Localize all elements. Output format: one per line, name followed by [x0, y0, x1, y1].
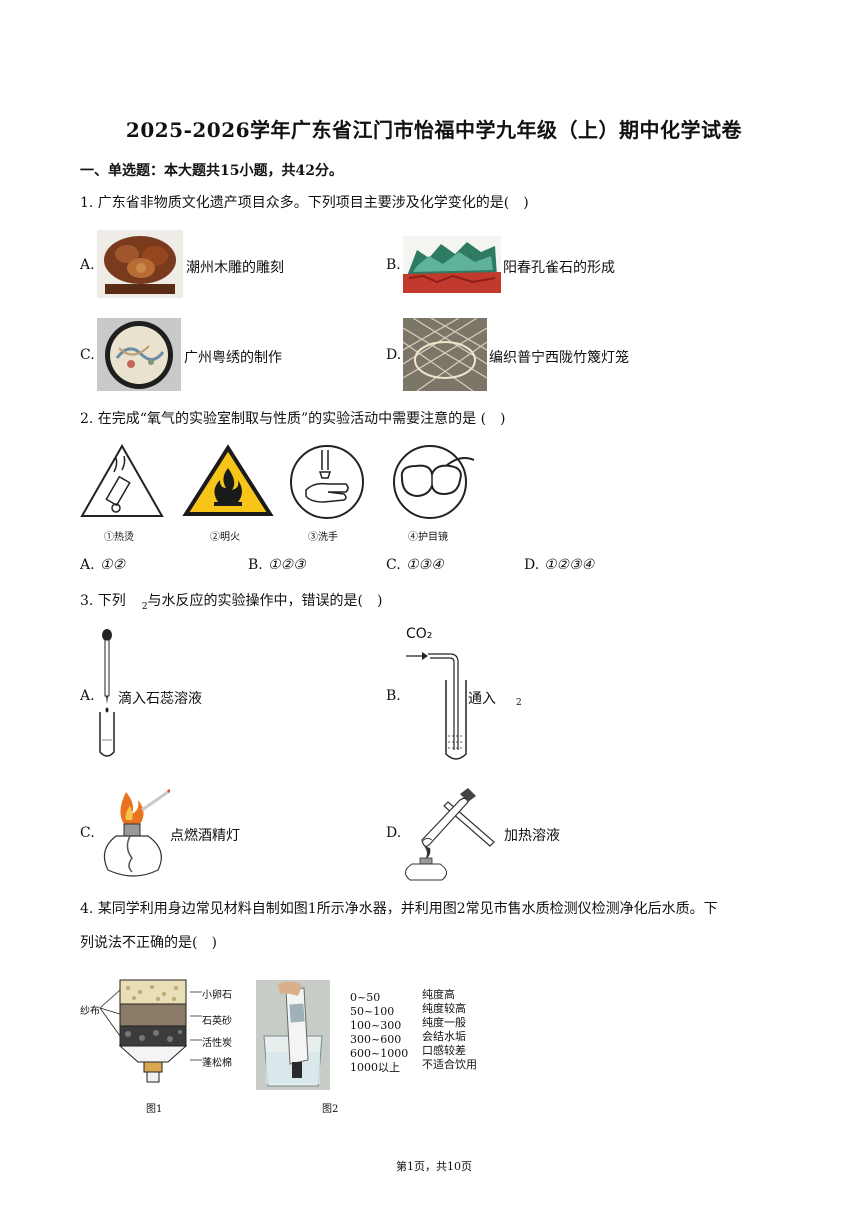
- question-3-stem: 3. 下列 2与水反应的实验操作中，错误的是( ): [80, 590, 382, 618]
- bamboo-lantern-photo: [403, 318, 487, 391]
- tds-meter-photo: [256, 980, 330, 1090]
- q2-option-c-letter: C.: [386, 557, 401, 573]
- alcohol-lamp-drawing: [96, 788, 170, 880]
- q1-option-d-text: 编织普宁西陇竹篾灯笼: [489, 350, 629, 366]
- tds-desc-0: 纯度高: [422, 988, 455, 1001]
- q3-option-d-letter: D.: [386, 825, 402, 841]
- section-heading: 一、单选题：本大题共15小题，共42分。: [80, 163, 343, 179]
- q2-option-b-letter: B.: [248, 557, 263, 573]
- tds-range-0: 0~50: [350, 991, 381, 1004]
- embroidery-photo: [97, 318, 181, 391]
- heating-test-tube-drawing: [402, 784, 502, 882]
- label-quartz-sand: 石英砂: [202, 1016, 232, 1027]
- tds-desc-2: 纯度一般: [422, 1016, 466, 1029]
- co2-label: CO₂: [406, 626, 433, 642]
- tds-desc-column: 纯度高 纯度较高 纯度一般 会结水垢 口感较差 不适合饮用: [422, 988, 477, 1072]
- dropper-test-tube-drawing: [96, 628, 118, 760]
- q2-option-a-text: ①②: [100, 557, 126, 573]
- water-purifier-drawing: [118, 978, 200, 1090]
- q1-option-a-text: 潮州木雕的雕刻: [186, 260, 284, 276]
- question-1-stem: 1. 广东省非物质文化遗产项目众多。下列项目主要涉及化学变化的是( ): [80, 195, 529, 211]
- co2-test-tube-drawing: [404, 646, 468, 764]
- icon-caption-fire: ②明火: [210, 532, 240, 543]
- hot-warning-icon: [78, 442, 166, 520]
- tds-range-column: 0~50 50~100 100~300 300~600 600~1000 100…: [350, 991, 408, 1075]
- icon-caption-goggles: ④护目镜: [408, 532, 448, 543]
- q3-option-a-text: 滴入石蕊溶液: [118, 691, 202, 707]
- q1-option-c-letter: C.: [80, 347, 95, 363]
- tds-desc-3: 会结水垢: [422, 1030, 466, 1043]
- q1-option-d-letter: D.: [386, 347, 402, 363]
- q3-stem-part-b: 与水反应的实验操作中，错误的是( ): [147, 593, 383, 609]
- tds-range-5: 1000以上: [350, 1061, 400, 1074]
- tds-range-2: 100~300: [350, 1019, 402, 1032]
- wood-carving-photo: [97, 230, 183, 298]
- question-4-stem-line2: 列说法不正确的是( ): [80, 935, 217, 951]
- tds-desc-1: 纯度较高: [422, 1002, 466, 1015]
- question-2-stem: 2. 在完成“氧气的实验室制取与性质”的实验活动中需要注意的是 ( ): [80, 411, 506, 427]
- purifier-leader-lines: [99, 989, 202, 1061]
- q3-option-d-text: 加热溶液: [504, 828, 560, 844]
- hand-wash-icon: [284, 444, 370, 520]
- label-activated-carbon: 活性炭: [202, 1038, 232, 1049]
- q3-stem-part-a: 3. 下列: [80, 593, 126, 609]
- malachite-photo: [403, 236, 501, 293]
- fig2-caption: 图2: [322, 1104, 339, 1115]
- goggles-icon: [386, 444, 480, 520]
- tds-range-4: 600~1000: [350, 1047, 409, 1060]
- q2-option-b-text: ①②③: [268, 557, 306, 573]
- q3-option-c-text: 点燃酒精灯: [170, 828, 240, 844]
- tds-desc-5: 不适合饮用: [422, 1058, 477, 1071]
- q3-option-a-letter: A.: [80, 688, 95, 704]
- label-gauze: 纱布: [80, 1006, 100, 1017]
- q2-option-a-letter: A.: [80, 557, 95, 573]
- q3-option-b-subscript: 2: [516, 698, 522, 708]
- label-cotton: 蓬松棉: [202, 1058, 232, 1069]
- q3-option-b-text: 通入: [468, 691, 496, 707]
- tds-desc-4: 口感较差: [422, 1044, 466, 1057]
- icon-caption-hot: ①热烫: [104, 532, 134, 543]
- q1-option-b-text: 阳春孔雀石的形成: [503, 260, 615, 276]
- fire-warning-icon: [182, 444, 274, 518]
- fig1-caption: 图1: [146, 1104, 163, 1115]
- label-pebble: 小卵石: [202, 990, 232, 1001]
- q2-option-d-letter: D.: [524, 557, 540, 573]
- q1-option-c-text: 广州粤绣的制作: [184, 350, 282, 366]
- icon-caption-wash: ③洗手: [308, 532, 338, 543]
- exam-title: 2025-2026学年广东省江门市怡福中学九年级（上）期中化学试卷: [125, 118, 743, 142]
- question-4-stem-line1: 4. 某同学利用身边常见材料自制如图1所示净水器，并利用图2常见市售水质检测仪检…: [80, 901, 718, 917]
- q3-option-b-letter: B.: [386, 688, 401, 704]
- q3-stem-subscript: 2: [141, 601, 148, 612]
- q1-option-a-letter: A.: [80, 257, 95, 273]
- q2-option-d-text: ①②③④: [544, 557, 595, 573]
- q1-option-b-letter: B.: [386, 257, 401, 273]
- page-footer: 第1页，共10页: [396, 1160, 472, 1173]
- q3-option-c-letter: C.: [80, 825, 95, 841]
- tds-range-3: 300~600: [350, 1033, 402, 1046]
- tds-range-1: 50~100: [350, 1005, 395, 1018]
- q2-option-c-text: ①③④: [406, 557, 444, 573]
